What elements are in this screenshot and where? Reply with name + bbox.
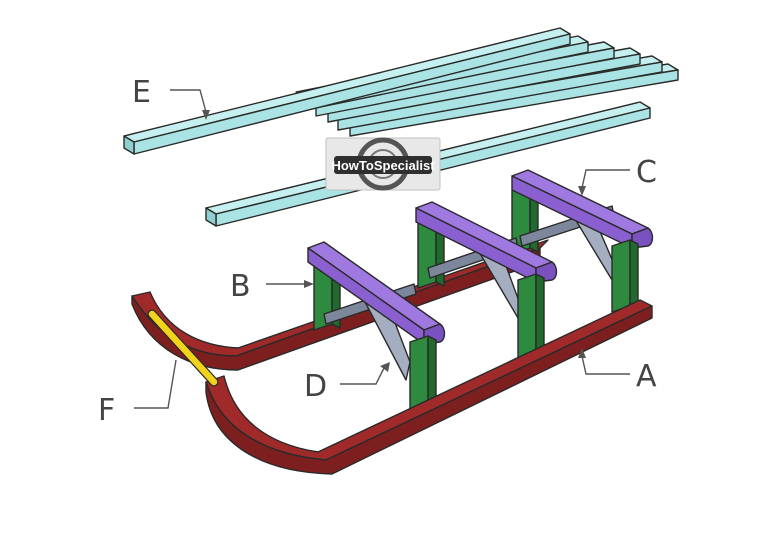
label-a: A bbox=[636, 359, 657, 394]
leader-d bbox=[340, 367, 385, 385]
runner-front-side bbox=[205, 305, 653, 475]
slat-7-end bbox=[205, 207, 217, 227]
label-a-group: A bbox=[578, 348, 657, 394]
leader-f bbox=[134, 359, 177, 409]
label-f: F bbox=[98, 393, 115, 428]
handle bbox=[147, 309, 219, 387]
leg-front-3 bbox=[611, 239, 639, 313]
label-d-group: D bbox=[304, 362, 390, 404]
arrow-e-icon bbox=[202, 110, 210, 120]
arrow-b-icon bbox=[304, 280, 314, 288]
arrow-a-icon bbox=[578, 348, 586, 358]
slat-1 bbox=[123, 27, 571, 155]
label-c: C bbox=[636, 155, 657, 190]
label-e: E bbox=[132, 75, 151, 110]
deck-slats bbox=[123, 27, 679, 227]
label-d: D bbox=[304, 369, 327, 404]
leg-front-2 bbox=[517, 273, 545, 359]
arrow-d-icon bbox=[380, 362, 390, 372]
watermark-text: HowToSpecialist bbox=[331, 158, 435, 173]
leader-a bbox=[581, 355, 630, 375]
label-e-group: E bbox=[132, 75, 210, 120]
arrow-c-icon bbox=[578, 186, 586, 196]
runner-front bbox=[205, 299, 653, 475]
watermark-banner bbox=[334, 156, 432, 174]
crossbar-3 bbox=[511, 169, 654, 249]
label-b-group: B bbox=[230, 269, 314, 304]
crossbar-2 bbox=[415, 201, 558, 283]
leader-e bbox=[170, 89, 207, 113]
watermark-logo: HowToSpecialist bbox=[325, 137, 441, 191]
label-c-group: C bbox=[578, 155, 657, 196]
leader-c bbox=[581, 169, 630, 189]
runner-back-side bbox=[131, 247, 541, 371]
slat-1-end bbox=[123, 135, 135, 155]
label-b: B bbox=[230, 269, 251, 304]
label-f-group: F bbox=[98, 359, 177, 428]
